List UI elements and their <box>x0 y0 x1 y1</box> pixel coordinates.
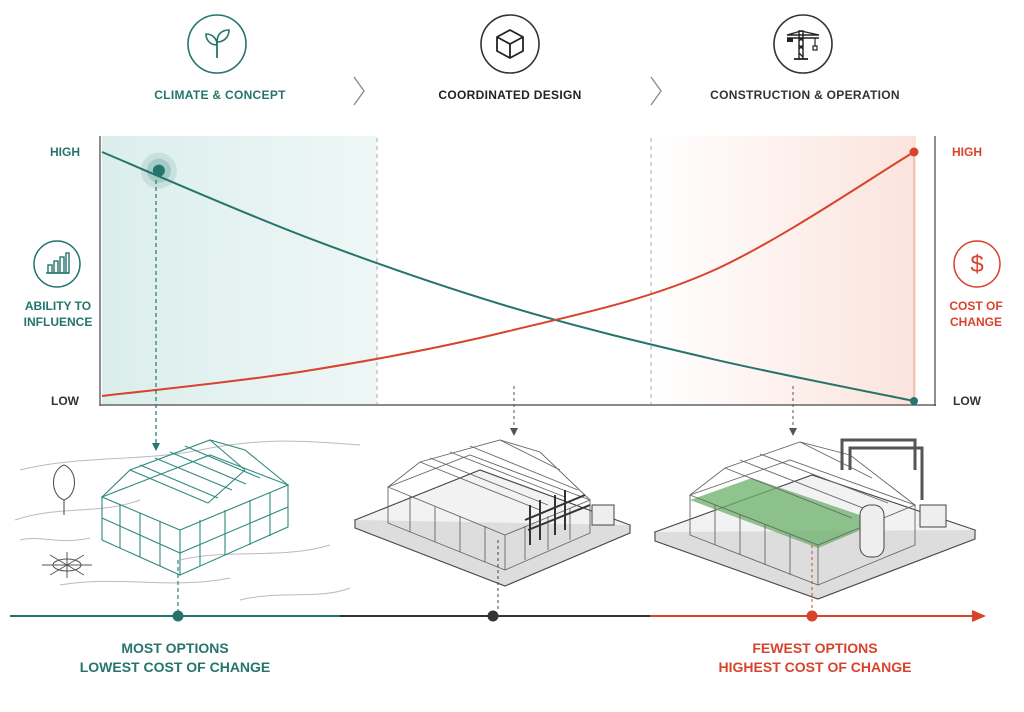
chevron-right-icon <box>650 76 662 106</box>
phase-label-climate: CLIMATE & CONCEPT <box>154 88 286 102</box>
cube-icon <box>480 14 540 74</box>
dollar-icon: $ <box>953 240 1001 288</box>
arrow-down-icon <box>789 428 797 436</box>
timeline-marker-construction <box>806 610 818 622</box>
arrow-down-icon <box>510 428 518 436</box>
cost-curve <box>101 151 915 398</box>
construction-greenhouse-illustration <box>653 438 977 612</box>
influence-end-marker <box>910 397 918 405</box>
construction-zone-shade <box>651 136 916 404</box>
svg-text:$: $ <box>970 251 983 278</box>
bottom-left-label: MOST OPTIONS LOWEST COST OF CHANGE <box>79 640 271 675</box>
concept-greenhouse-illustration <box>14 439 361 612</box>
climate-zone-shade <box>102 136 377 404</box>
right-axis-title: COST OF CHANGE <box>949 299 1003 329</box>
timeline-marker-concept <box>172 610 184 622</box>
tree-icon <box>52 464 76 515</box>
timeline-marker-design <box>487 610 499 622</box>
arrow-right-icon <box>972 610 986 622</box>
design-greenhouse-illustration <box>353 439 632 612</box>
left-axis-title: ABILITY TO INFLUENCE <box>23 299 93 329</box>
bar-chart-icon <box>33 240 81 288</box>
compass-icon <box>42 552 92 578</box>
right-axis-low: LOW <box>953 394 981 408</box>
influence-start-marker <box>152 164 165 177</box>
phase-label-design: COORDINATED DESIGN <box>438 88 582 102</box>
bottom-right-label: FEWEST OPTIONS HIGHEST COST OF CHANGE <box>718 640 912 675</box>
left-axis-high: HIGH <box>50 145 80 159</box>
crane-icon <box>773 14 833 74</box>
cost-end-marker <box>909 147 919 157</box>
influence-curve <box>101 151 915 402</box>
right-axis-high: HIGH <box>952 145 982 159</box>
left-axis-low: LOW <box>51 394 79 408</box>
arrow-down-icon <box>152 443 160 451</box>
sprout-icon <box>187 14 247 74</box>
phase-label-construction: CONSTRUCTION & OPERATION <box>710 88 900 102</box>
chevron-right-icon <box>353 76 365 106</box>
